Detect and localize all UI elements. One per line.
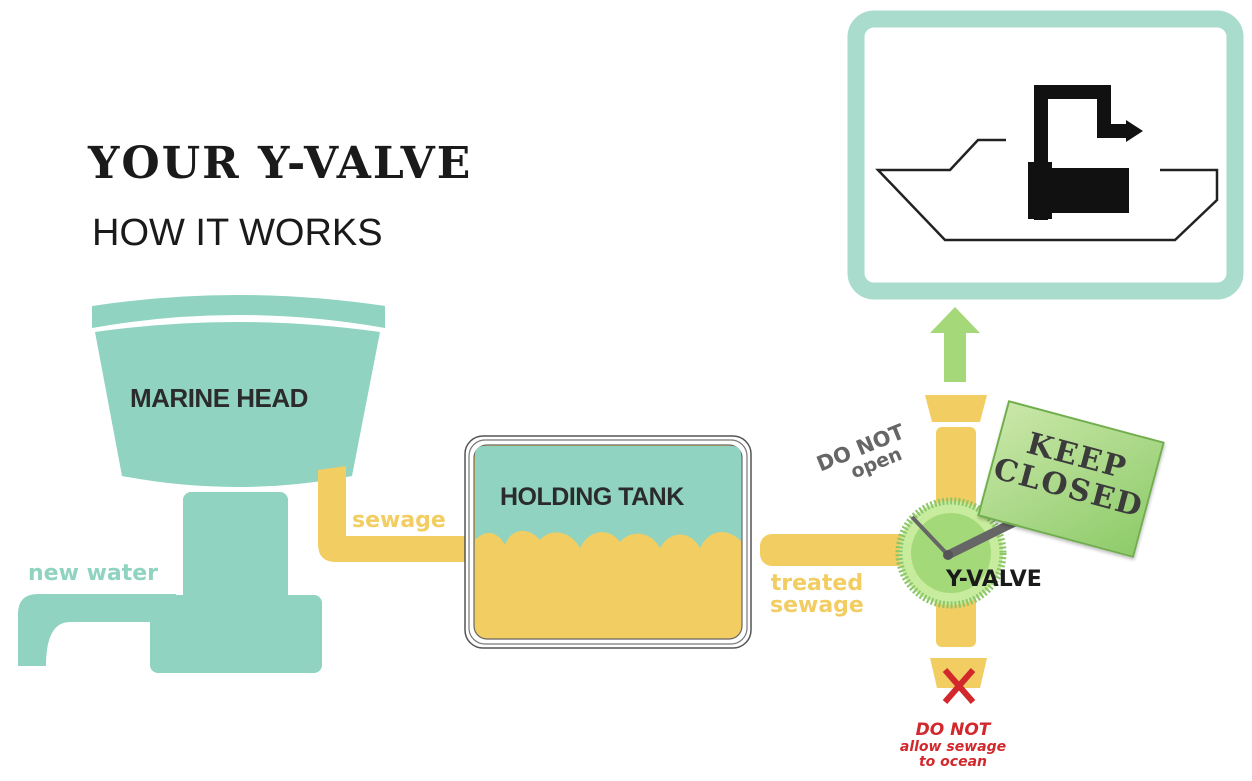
ocean-warning: DO NOT allow sewage to ocean	[888, 720, 1018, 770]
treated-pipe	[760, 534, 912, 566]
holding-tank	[464, 435, 752, 649]
y-valve-label: Y-VALVE	[946, 567, 1042, 592]
up-arrow-icon	[930, 307, 980, 382]
boat-pumpout-icon	[875, 85, 1219, 242]
pumpout-station-frame	[847, 10, 1244, 300]
holding-tank-label: HOLDING TANK	[500, 483, 684, 511]
red-x-icon	[942, 668, 976, 704]
treated-sewage-label: treated sewage	[770, 573, 864, 617]
page-subtitle: HOW IT WORKS	[92, 212, 383, 254]
warning-line3: to ocean	[918, 754, 987, 770]
sewage-label: sewage	[352, 508, 446, 533]
treated-line2: sewage	[770, 593, 864, 618]
marine-head-toilet	[18, 295, 385, 673]
sewage-pipe	[318, 466, 466, 562]
treated-line1: treated	[770, 571, 864, 596]
page-title: YOUR Y-VALVE	[88, 138, 473, 189]
warning-line1: DO NOT	[915, 720, 991, 740]
warning-line2: allow sewage	[899, 739, 1007, 755]
marine-head-label: MARINE HEAD	[130, 383, 308, 413]
new-water-label: new water	[28, 561, 159, 586]
